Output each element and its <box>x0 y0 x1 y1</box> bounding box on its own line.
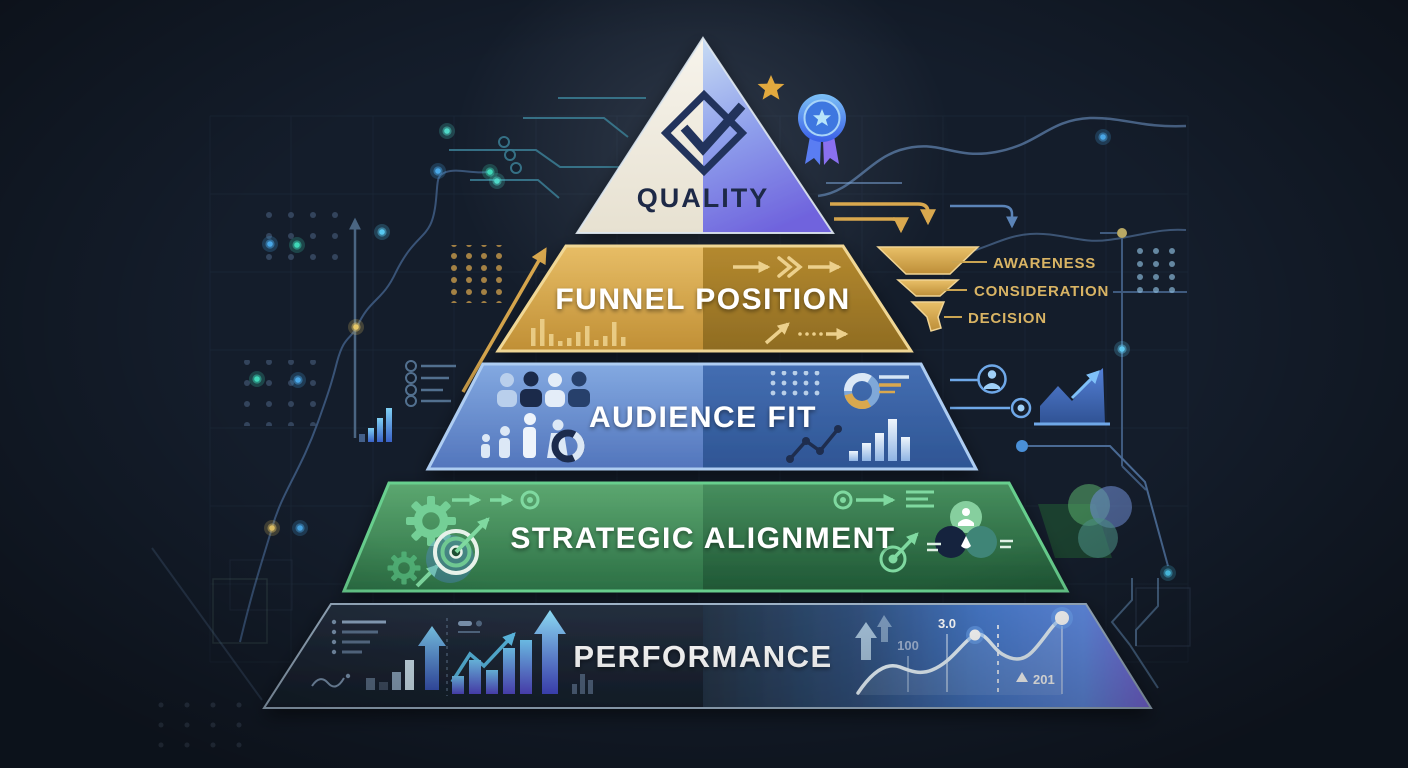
venn-diagram-right <box>1068 484 1132 558</box>
perf-sparkline <box>311 673 351 688</box>
perf-bars-3 <box>572 674 593 694</box>
chart-point-2 <box>1051 607 1073 629</box>
blue-hook-arrow <box>950 204 1018 229</box>
person-badge-connector <box>950 364 1169 567</box>
glow-dot <box>292 520 308 536</box>
dot-grid-gold <box>449 245 505 303</box>
glow-dot <box>249 371 265 387</box>
dot-grid-audience <box>768 371 820 397</box>
layer-title-performance: PERFORMANCE <box>573 639 832 674</box>
node-dot <box>1016 440 1028 452</box>
person-icon <box>984 370 1000 389</box>
venn-people-icon <box>927 501 1013 558</box>
perf-up-arrow-1 <box>418 626 446 690</box>
donut-chart-icon <box>844 373 880 409</box>
glow-dot <box>290 372 306 388</box>
area-chart-icon <box>1034 368 1110 426</box>
dot-grid-mid-left <box>238 360 322 426</box>
glow-dot <box>1095 129 1111 145</box>
glow-dot <box>374 224 390 240</box>
funnel-icon <box>876 246 980 332</box>
star-icon <box>757 75 785 100</box>
perf-bullet-list <box>331 619 386 655</box>
award-ribbon-icon <box>798 94 846 165</box>
chart-wave-fill <box>858 618 1062 695</box>
gold-diagonal-arrow <box>461 247 547 393</box>
perf-up-arrow-2 <box>534 610 566 694</box>
wavy-lines-top-right <box>817 116 1187 259</box>
dot-grid-top-left <box>264 198 346 272</box>
circuit-lines-top-left <box>449 97 646 199</box>
layer-title-audience-fit: AUDIENCE FIT <box>589 401 817 434</box>
faint-squares-bottom-left <box>212 559 293 644</box>
perf-pill-icon <box>458 620 482 633</box>
list-lines-icon <box>879 375 909 394</box>
bar-chart-audience-icon <box>849 419 910 461</box>
gold-mini-bars <box>531 319 626 346</box>
glow-dot <box>439 123 455 139</box>
glow-dot <box>1160 565 1176 581</box>
layer-title-quality: QUALITY <box>637 183 770 213</box>
layer-performance <box>262 603 1153 709</box>
circuit-lines-bottom-right <box>1110 578 1191 689</box>
layer-title-strategic-alignment: STRATEGIC ALIGNMENT <box>510 522 895 555</box>
mini-bar-chart-left <box>359 408 392 442</box>
diagonal-line-bottom-left <box>151 547 263 701</box>
glow-dot <box>262 236 278 252</box>
funnel-stage-label-consideration: CONSIDERATION <box>974 283 1109 300</box>
gear-icon-small <box>387 551 421 585</box>
delta-up-icon <box>1016 672 1028 682</box>
glow-dot <box>1114 341 1130 357</box>
glow-dot <box>289 237 305 253</box>
target-icon <box>426 517 490 583</box>
polyline-chart-icon <box>786 425 842 463</box>
funnel-stage-label-decision: DECISION <box>968 310 1047 327</box>
gear-icon-large <box>406 496 456 546</box>
audience-busts-icon <box>497 371 590 407</box>
strategic-arrows-right <box>833 490 934 510</box>
chart-label-low: 100 <box>897 638 919 653</box>
glow-dot <box>348 319 364 335</box>
node-dot <box>1117 228 1127 238</box>
layer-quality <box>575 36 835 234</box>
chart-label-peak: 3.0 <box>938 616 956 631</box>
glow-dot <box>482 164 498 180</box>
chart-point-1 <box>966 626 984 644</box>
layer-title-funnel-position: FUNNEL POSITION <box>555 283 850 316</box>
dot-grid-top-right <box>1132 244 1182 294</box>
perf-bars-2 <box>452 640 532 694</box>
perf-bars-1 <box>366 660 414 690</box>
perf-pale-arrows <box>855 615 892 660</box>
funnel-connector-lines <box>941 261 987 318</box>
glow-dot <box>264 520 280 536</box>
chart-label-delta: 201 <box>1033 672 1055 687</box>
layer-funnel-position <box>495 244 914 353</box>
dart-target-icon <box>879 532 919 573</box>
dot-grid-bottom-left <box>150 698 262 756</box>
gold-arrows <box>733 256 849 345</box>
gold-dotted-trail <box>798 332 823 336</box>
circle-list <box>405 360 456 407</box>
funnel-stage-label-awareness: AWARENESS <box>993 255 1096 272</box>
glow-dot <box>430 163 446 179</box>
donut-segment-icon <box>551 429 585 463</box>
strategic-arrows-left <box>415 490 540 588</box>
layer-strategic-alignment <box>341 481 1070 593</box>
gold-hook-arrows <box>830 202 936 234</box>
check-diamond-icon <box>660 89 748 177</box>
